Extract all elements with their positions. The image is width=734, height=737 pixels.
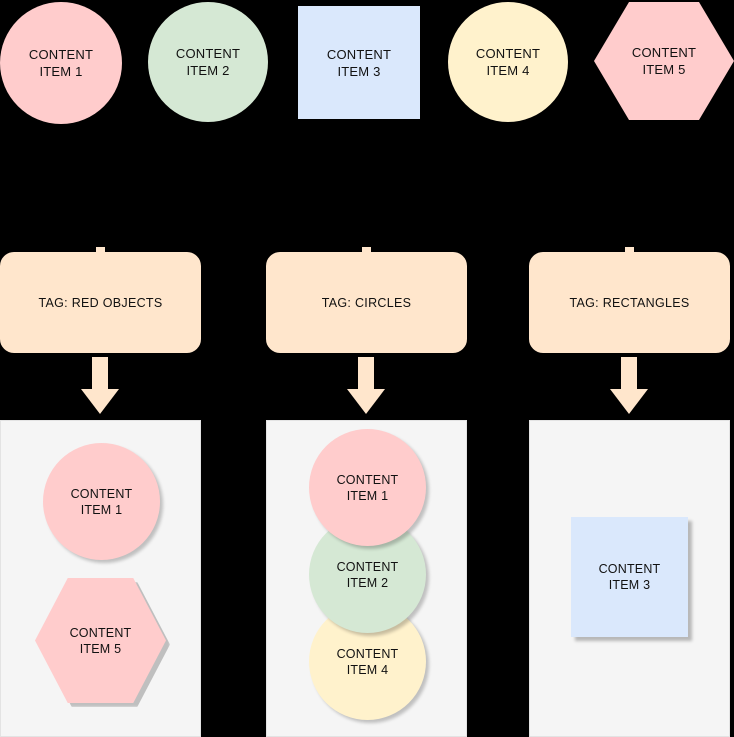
tag-box-rectangles[interactable]: TAG: RECTANGLES <box>529 252 730 353</box>
tag-notch-circles <box>362 247 371 252</box>
arrow-head <box>610 389 648 414</box>
result-shape-label-2: CONTENT ITEM 2 <box>336 559 399 590</box>
source-shape-label-3: CONTENT ITEM 3 <box>326 46 392 79</box>
result-shape-label-1: CONTENT ITEM 1 <box>70 486 133 517</box>
down-arrow-icon-rectangles <box>609 357 649 414</box>
result-shape-label-3: CONTENT ITEM 3 <box>598 562 661 592</box>
result-shape-content-item-3[interactable]: CONTENT ITEM 3 <box>571 517 688 637</box>
source-shape-content-item-1[interactable]: CONTENT ITEM 1 <box>0 2 122 124</box>
tag-label-red-objects: TAG: RED OBJECTS <box>38 295 163 310</box>
result-shape-label-1b: CONTENT ITEM 1 <box>336 472 399 503</box>
result-shape-label-4: CONTENT ITEM 4 <box>336 646 399 677</box>
source-shape-content-item-3[interactable]: CONTENT ITEM 3 <box>298 6 420 119</box>
arrow-shaft <box>358 357 374 391</box>
result-shape-content-item-5[interactable]: CONTENT ITEM 5 <box>35 578 170 707</box>
hexagon-body <box>594 2 734 120</box>
source-shape-label-1: CONTENT ITEM 1 <box>28 47 94 79</box>
down-arrow-icon-red-objects <box>80 357 120 414</box>
source-shape-content-item-4[interactable]: CONTENT ITEM 4 <box>448 2 568 122</box>
source-shape-content-item-2[interactable]: CONTENT ITEM 2 <box>148 2 268 122</box>
tag-box-circles[interactable]: TAG: CIRCLES <box>266 252 467 353</box>
arrow-shaft <box>621 357 637 391</box>
tag-label-circles: TAG: CIRCLES <box>321 295 412 310</box>
result-shape-content-item-1[interactable]: CONTENT ITEM 1 <box>43 443 160 560</box>
arrow-head <box>347 389 385 414</box>
arrow-head <box>81 389 119 414</box>
tag-notch-rectangles <box>625 247 634 252</box>
source-shape-label-2: CONTENT ITEM 2 <box>175 46 241 78</box>
result-shape-content-item-1-circles[interactable]: CONTENT ITEM 1 <box>309 429 426 546</box>
source-shape-label-4: CONTENT ITEM 4 <box>475 46 541 78</box>
tag-notch-red-objects <box>96 247 105 252</box>
arrow-shaft <box>92 357 108 391</box>
source-shape-content-item-5[interactable]: CONTENT ITEM 5 <box>594 2 734 120</box>
tag-label-rectangles: TAG: RECTANGLES <box>569 295 690 310</box>
tag-box-red-objects[interactable]: TAG: RED OBJECTS <box>0 252 201 353</box>
down-arrow-icon-circles <box>346 357 386 414</box>
